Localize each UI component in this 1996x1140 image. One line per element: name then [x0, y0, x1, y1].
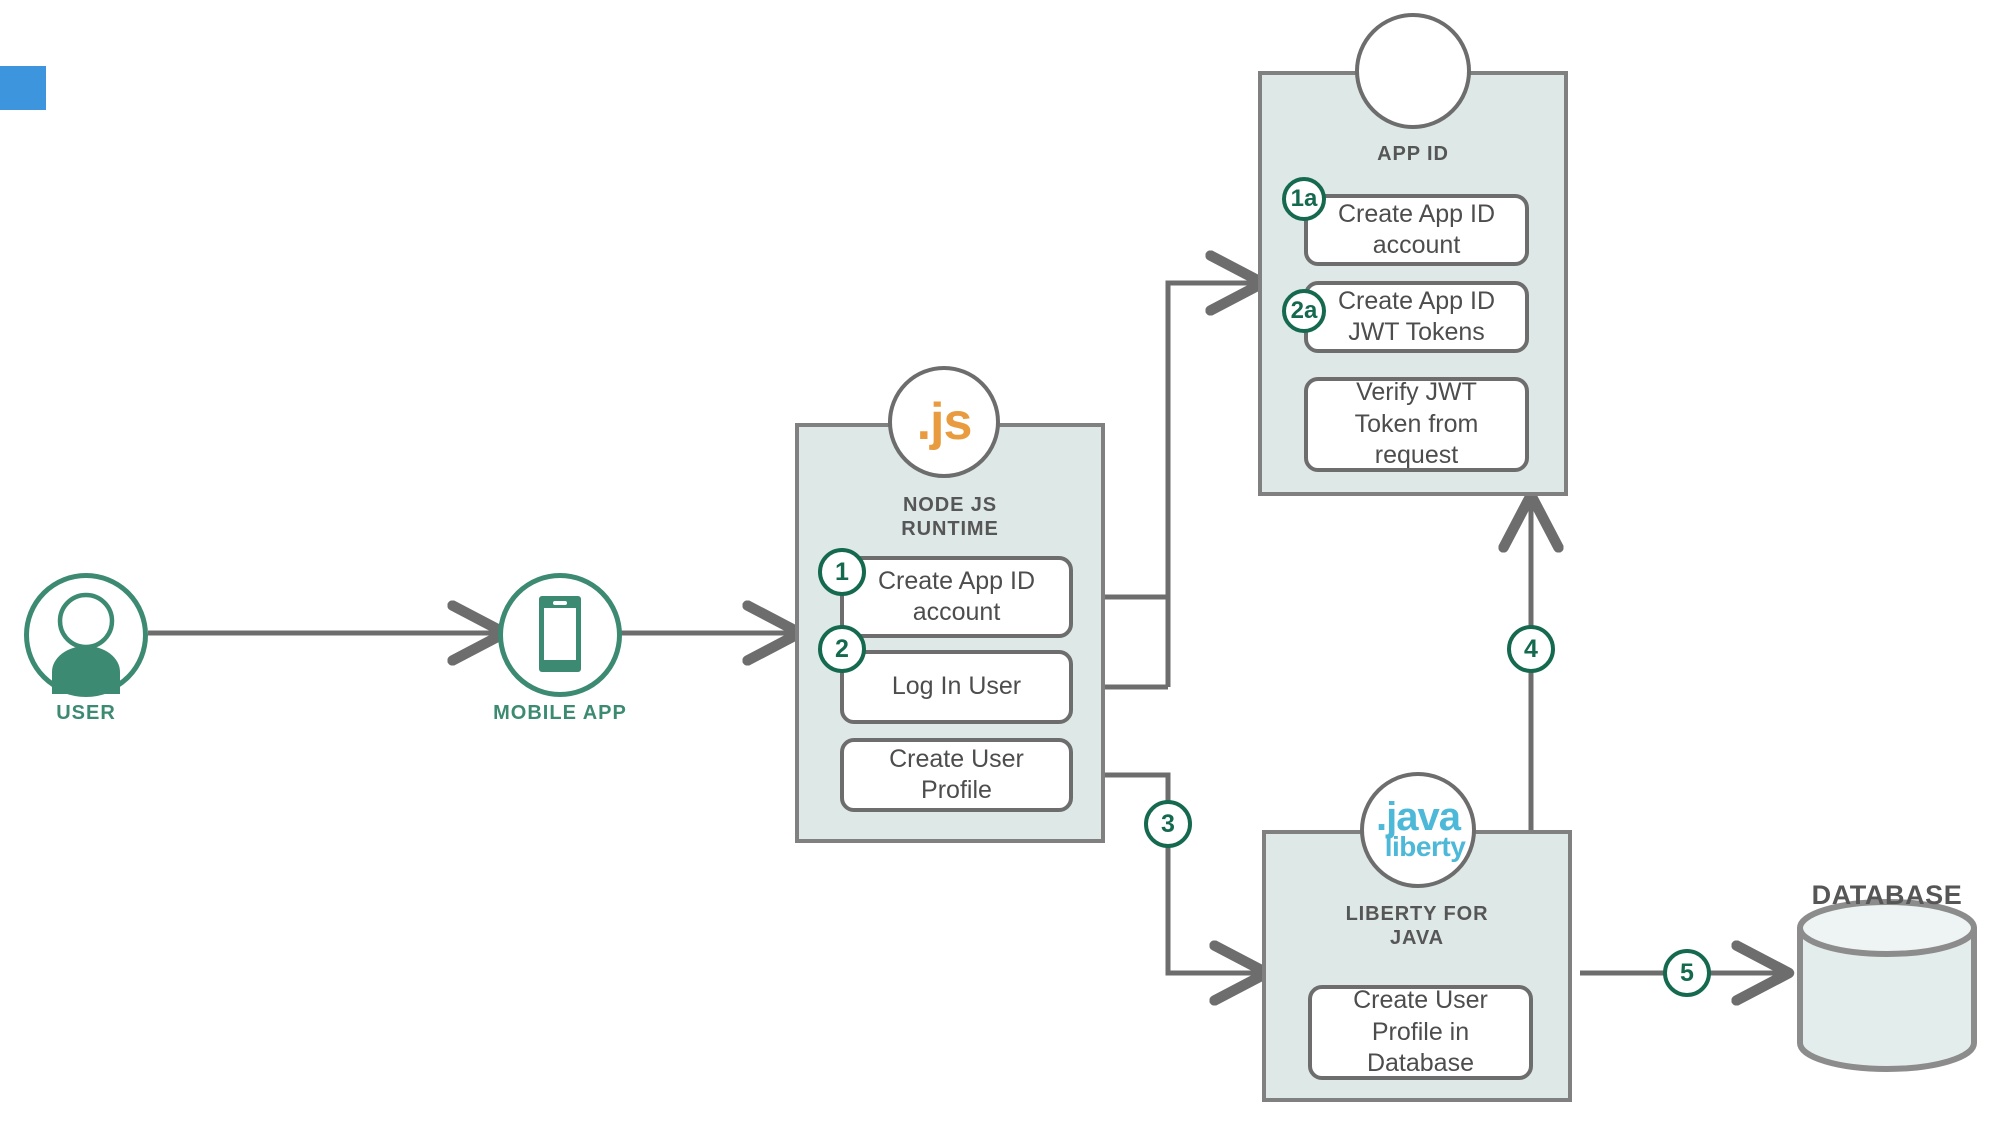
- step-badge-4: 4: [1507, 625, 1555, 673]
- connector-node-to-appid: [1165, 283, 1258, 687]
- box-label: Log In User: [891, 672, 1022, 701]
- node-title-line1: NODE JS: [902, 494, 998, 516]
- node-title-line2: RUNTIME: [901, 517, 999, 540]
- box-node-log-in-user[interactable]: Log In User: [840, 650, 1073, 724]
- panel-liberty-title: LIBERTY FOR JAVA: [1262, 903, 1572, 950]
- java-liberty-logo-circle: .java liberty: [1360, 772, 1476, 888]
- step-badge-3: 3: [1144, 800, 1192, 848]
- nodejs-logo-circle: .js: [888, 366, 1000, 478]
- app-id-logo-circle: [1355, 13, 1471, 129]
- user-avatar-icon: [52, 592, 120, 694]
- mobile-phone-icon: [539, 596, 581, 672]
- step-badge-1a: 1a: [1282, 177, 1326, 221]
- panel-app-id-title: APP ID: [1377, 143, 1449, 165]
- step-badge-1: 1: [818, 548, 866, 596]
- liberty-title-line1: LIBERTY FOR: [1345, 903, 1489, 925]
- panel-node-js-title: NODE JS RUNTIME: [795, 494, 1105, 541]
- database-cylinder-icon[interactable]: [1797, 899, 1977, 1072]
- nodejs-js-icon: .js: [916, 393, 973, 451]
- step-badge-2a: 2a: [1282, 289, 1326, 333]
- mobile-app-label: MOBILE APP: [493, 702, 627, 724]
- java-liberty-icon: .java liberty: [1371, 795, 1466, 863]
- java-logo-line1: .java: [1376, 795, 1461, 840]
- user-label: USER: [56, 702, 116, 724]
- step-badge-5: 5: [1663, 949, 1711, 997]
- mobile-app-node[interactable]: [498, 573, 622, 697]
- java-logo-line2: liberty: [1384, 831, 1466, 863]
- liberty-title-line2: JAVA: [1390, 926, 1444, 949]
- connector-node-profile-to-liberty: [1073, 772, 1262, 973]
- step-badge-2: 2: [818, 625, 866, 673]
- database-label: DATABASE: [1811, 880, 1963, 910]
